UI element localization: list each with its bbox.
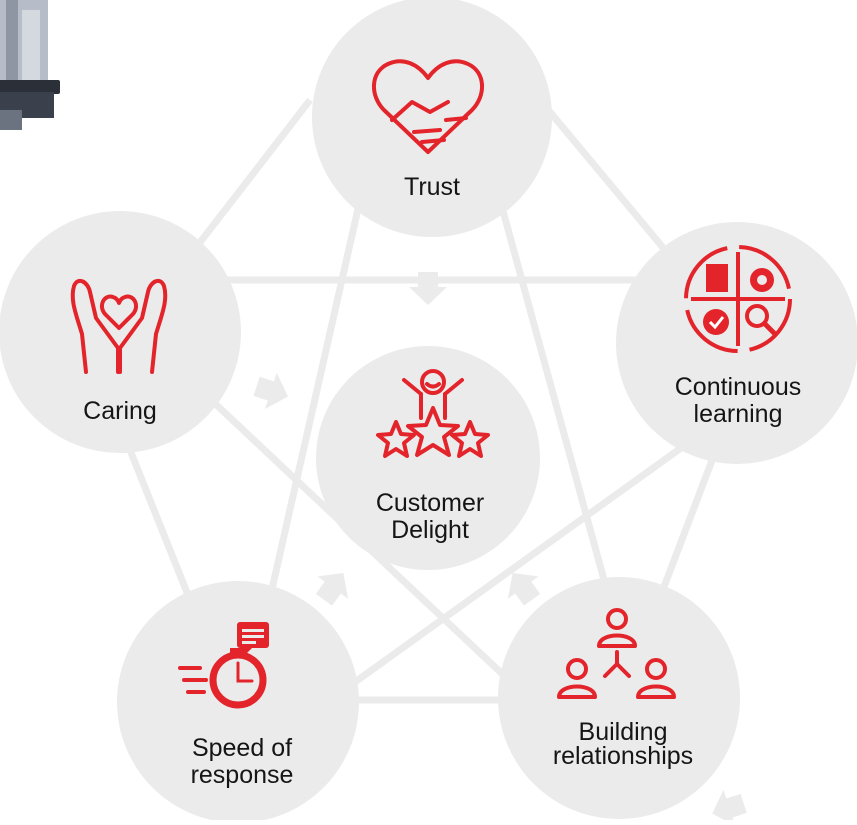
stars-person-icon bbox=[376, 369, 490, 458]
speed-of-response-label-line1: Speed of bbox=[191, 734, 293, 762]
stopwatch-message-icon bbox=[178, 622, 269, 709]
center-label-line2: Delight bbox=[391, 516, 469, 544]
arrow-from-caring bbox=[253, 372, 288, 409]
circle-building-relationships bbox=[498, 577, 740, 819]
center-label-line1: Customer bbox=[375, 489, 485, 517]
center-label: Customer Delight bbox=[340, 490, 520, 544]
node-label-caring: Caring bbox=[60, 398, 180, 425]
arrows bbox=[253, 272, 747, 825]
caring-label: Caring bbox=[83, 397, 157, 425]
circle-caring bbox=[0, 211, 241, 453]
learning-cycle-icon bbox=[684, 245, 792, 353]
connector-trust-speed bbox=[261, 199, 364, 621]
center-circle bbox=[316, 346, 540, 570]
handshake-heart-icon bbox=[372, 59, 484, 154]
arrow-from-learning bbox=[712, 789, 747, 825]
connector-learning-speed bbox=[327, 417, 723, 703]
connector-trust-relationships bbox=[496, 199, 619, 621]
continuous-learning-label-line1: Continuous bbox=[674, 373, 802, 401]
node-label-speed-of-response: Speed of response bbox=[142, 735, 342, 789]
speed-of-response-label-line2: response bbox=[190, 761, 294, 789]
hands-heart-icon bbox=[70, 278, 168, 374]
trust-label: Trust bbox=[403, 173, 461, 201]
arrow-from-speed bbox=[315, 573, 349, 606]
node-label-trust: Trust bbox=[372, 174, 492, 201]
node-label-building-relationships: Building relationships bbox=[508, 718, 738, 770]
node-label-continuous-learning: Continuous learning bbox=[640, 374, 836, 428]
continuous-learning-label-line2: learning bbox=[693, 400, 783, 428]
building-relationships-label-line2: relationships bbox=[552, 742, 694, 770]
arrow-from-relationships bbox=[507, 573, 541, 606]
people-network-icon bbox=[557, 608, 676, 699]
circle-trust bbox=[312, 0, 552, 237]
arrow-from-trust bbox=[409, 272, 447, 305]
building-relationships-label-line1: Building bbox=[578, 718, 668, 746]
building-image bbox=[0, 0, 60, 130]
